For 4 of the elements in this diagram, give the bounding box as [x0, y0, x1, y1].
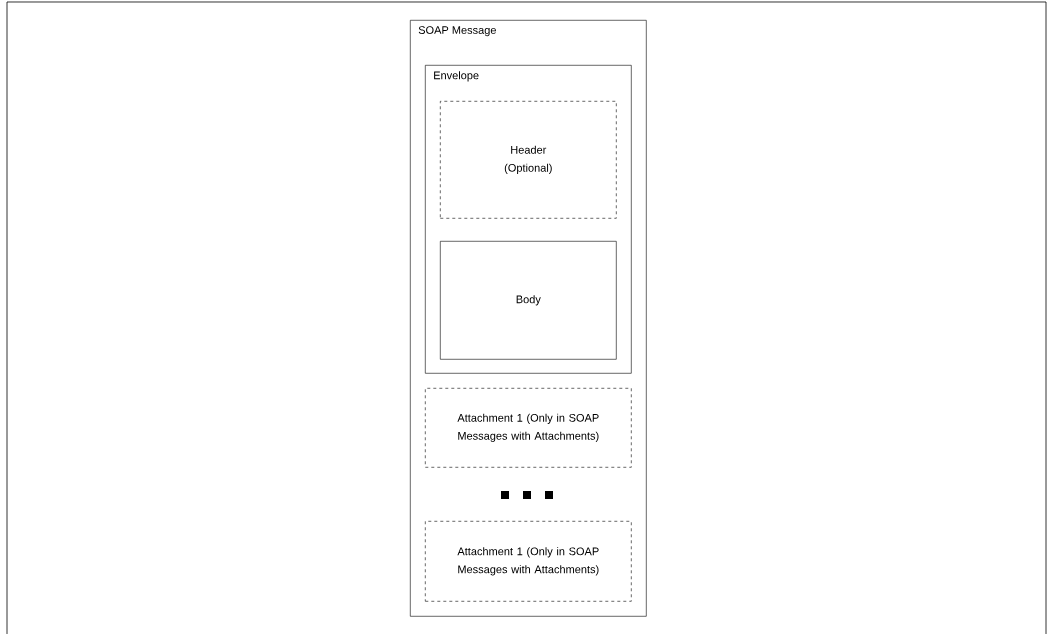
header-box: Header (Optional): [440, 101, 617, 219]
attachment-box: Attachment 1 (Only in SOAP Messages with Attachments): [425, 521, 632, 602]
attachment-box: Attachment 1 (Only in SOAP Messages with Attachments): [425, 388, 632, 468]
body-box: Body: [440, 241, 617, 360]
